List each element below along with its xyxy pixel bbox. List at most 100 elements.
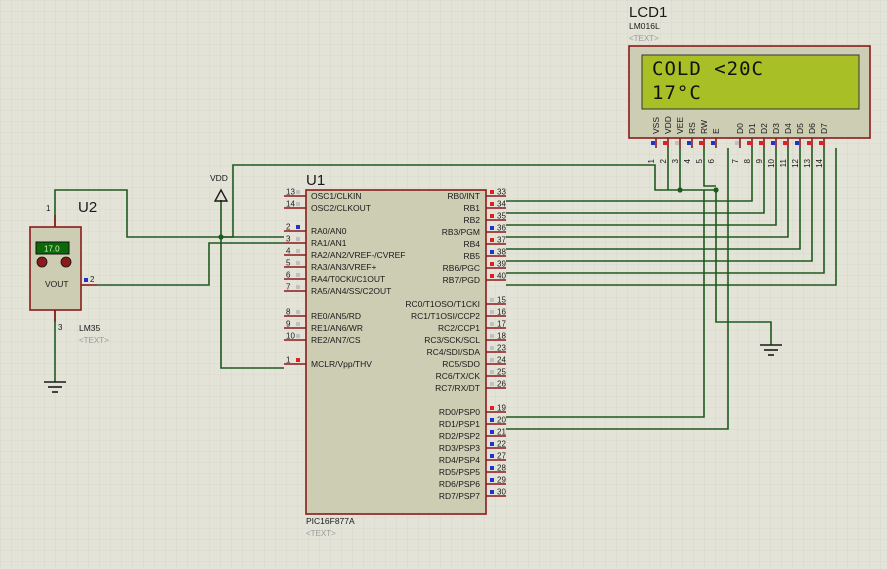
pin-state-marker	[663, 141, 667, 145]
pin-state-marker	[490, 478, 494, 482]
pin-number: 4	[286, 247, 291, 256]
pin-number: 4	[683, 158, 692, 163]
pin-state-marker	[490, 370, 494, 374]
lcd-pin-5: 5RW	[695, 120, 709, 163]
pin-number: 30	[497, 488, 506, 497]
pin-label: D0	[735, 123, 745, 134]
pin-label: RB6/PGC	[443, 263, 480, 273]
pin-number: 28	[497, 464, 506, 473]
pin-number: 6	[286, 271, 291, 280]
pin-number: 7	[286, 283, 291, 292]
pin-state-marker	[490, 418, 494, 422]
pin-label: RD5/PSP5	[439, 467, 480, 477]
pin-state-marker	[490, 334, 494, 338]
pin-number: 39	[497, 260, 506, 269]
pin-label: RA2/AN2/VREF-/CVREF	[311, 250, 405, 260]
pin-state-marker	[783, 141, 787, 145]
lcd-pin-6: 6E	[707, 128, 721, 163]
vdd-terminal[interactable]: VDD	[210, 173, 229, 202]
pin-number: 2	[659, 158, 668, 163]
pin-number: 3	[671, 158, 680, 163]
pin-label: OSC2/CLKOUT	[311, 203, 371, 213]
pin-state-marker	[490, 358, 494, 362]
pin-number: 10	[767, 158, 776, 167]
wire-rb1-d1	[506, 148, 765, 214]
pin-state-marker	[699, 141, 703, 145]
pin-number: 8	[743, 158, 752, 163]
lcd-pin-12: 12 D5	[791, 123, 805, 168]
lcd-pin-8: 8D1	[743, 123, 757, 164]
pin-state-marker	[675, 141, 679, 145]
pin-state-marker	[296, 358, 300, 362]
pin-label: RD6/PSP6	[439, 479, 480, 489]
pin-state-marker	[490, 250, 494, 254]
pin-label: RB0/INT	[447, 191, 480, 201]
pin-label: D5	[795, 123, 805, 134]
pin-state-marker	[296, 285, 300, 289]
sensor-decrease-button[interactable]	[36, 256, 48, 268]
pin-label: RA4/T0CKI/C1OUT	[311, 274, 385, 284]
lcd-pin-7: 7D0	[731, 123, 745, 164]
pin-label: RD4/PSP4	[439, 455, 480, 465]
pin-label: RB5	[463, 251, 480, 261]
pin-label: D6	[807, 123, 817, 134]
pin-label: RE1/AN6/WR	[311, 323, 363, 333]
pin-number: 2	[286, 223, 291, 232]
pin-label: RC6/TX/CK	[436, 371, 481, 381]
lcd-module[interactable]: LCD1 LM016L <TEXT> COLD <20C 17°C 1VSS2V…	[628, 4, 871, 168]
pin-number: 9	[755, 158, 764, 163]
pin-state-marker	[296, 310, 300, 314]
sensor-display-value: 17.0	[44, 245, 60, 254]
pin-number: 10	[286, 332, 295, 341]
pin-number: 8	[286, 308, 291, 317]
pin-state-marker	[490, 274, 494, 278]
pin-state-marker	[296, 202, 300, 206]
pin-state-marker	[759, 141, 763, 145]
u2-refdes: U2	[78, 199, 97, 216]
pin-number: 12	[791, 158, 800, 167]
u1-part-name: PIC16F877A	[306, 516, 355, 526]
lcd-part-name: LM016L	[629, 21, 660, 31]
lcd-text-tag: <TEXT>	[629, 34, 659, 43]
ground-symbol-lcd	[760, 344, 782, 356]
pin-number: 21	[497, 428, 506, 437]
wire-vdd-to-mclr	[220, 200, 284, 369]
pin-state-marker	[490, 382, 494, 386]
u2-pin3-number: 3	[58, 323, 63, 332]
pin-number: 26	[497, 380, 506, 389]
wire-rb5-d5	[506, 148, 813, 262]
pin-label: RC7/RX/DT	[435, 383, 480, 393]
pin-label: RS	[687, 122, 697, 134]
pin-number: 9	[286, 320, 291, 329]
pin-6: 6 RA4/T0CKI/C1OUT	[284, 271, 385, 284]
pin-number: 22	[497, 440, 506, 449]
pin-number: 18	[497, 332, 506, 341]
pin-state-marker	[490, 190, 494, 194]
vdd-label: VDD	[210, 173, 228, 183]
pin-number: 38	[497, 248, 506, 257]
pin-label: RC2/CCP1	[438, 323, 480, 333]
pin-state-marker	[490, 490, 494, 494]
pin-26: 26 RC7/RX/DT	[435, 380, 506, 394]
pin-number: 13	[803, 158, 812, 167]
pin-label: D4	[783, 123, 793, 134]
lm35-sensor[interactable]: U2 1 17.0 VOUT 2 3 LM35 <TEXT>	[29, 199, 109, 345]
lcd-pin-4: 4 RS	[683, 122, 697, 164]
sensor-increase-button[interactable]	[60, 256, 72, 268]
